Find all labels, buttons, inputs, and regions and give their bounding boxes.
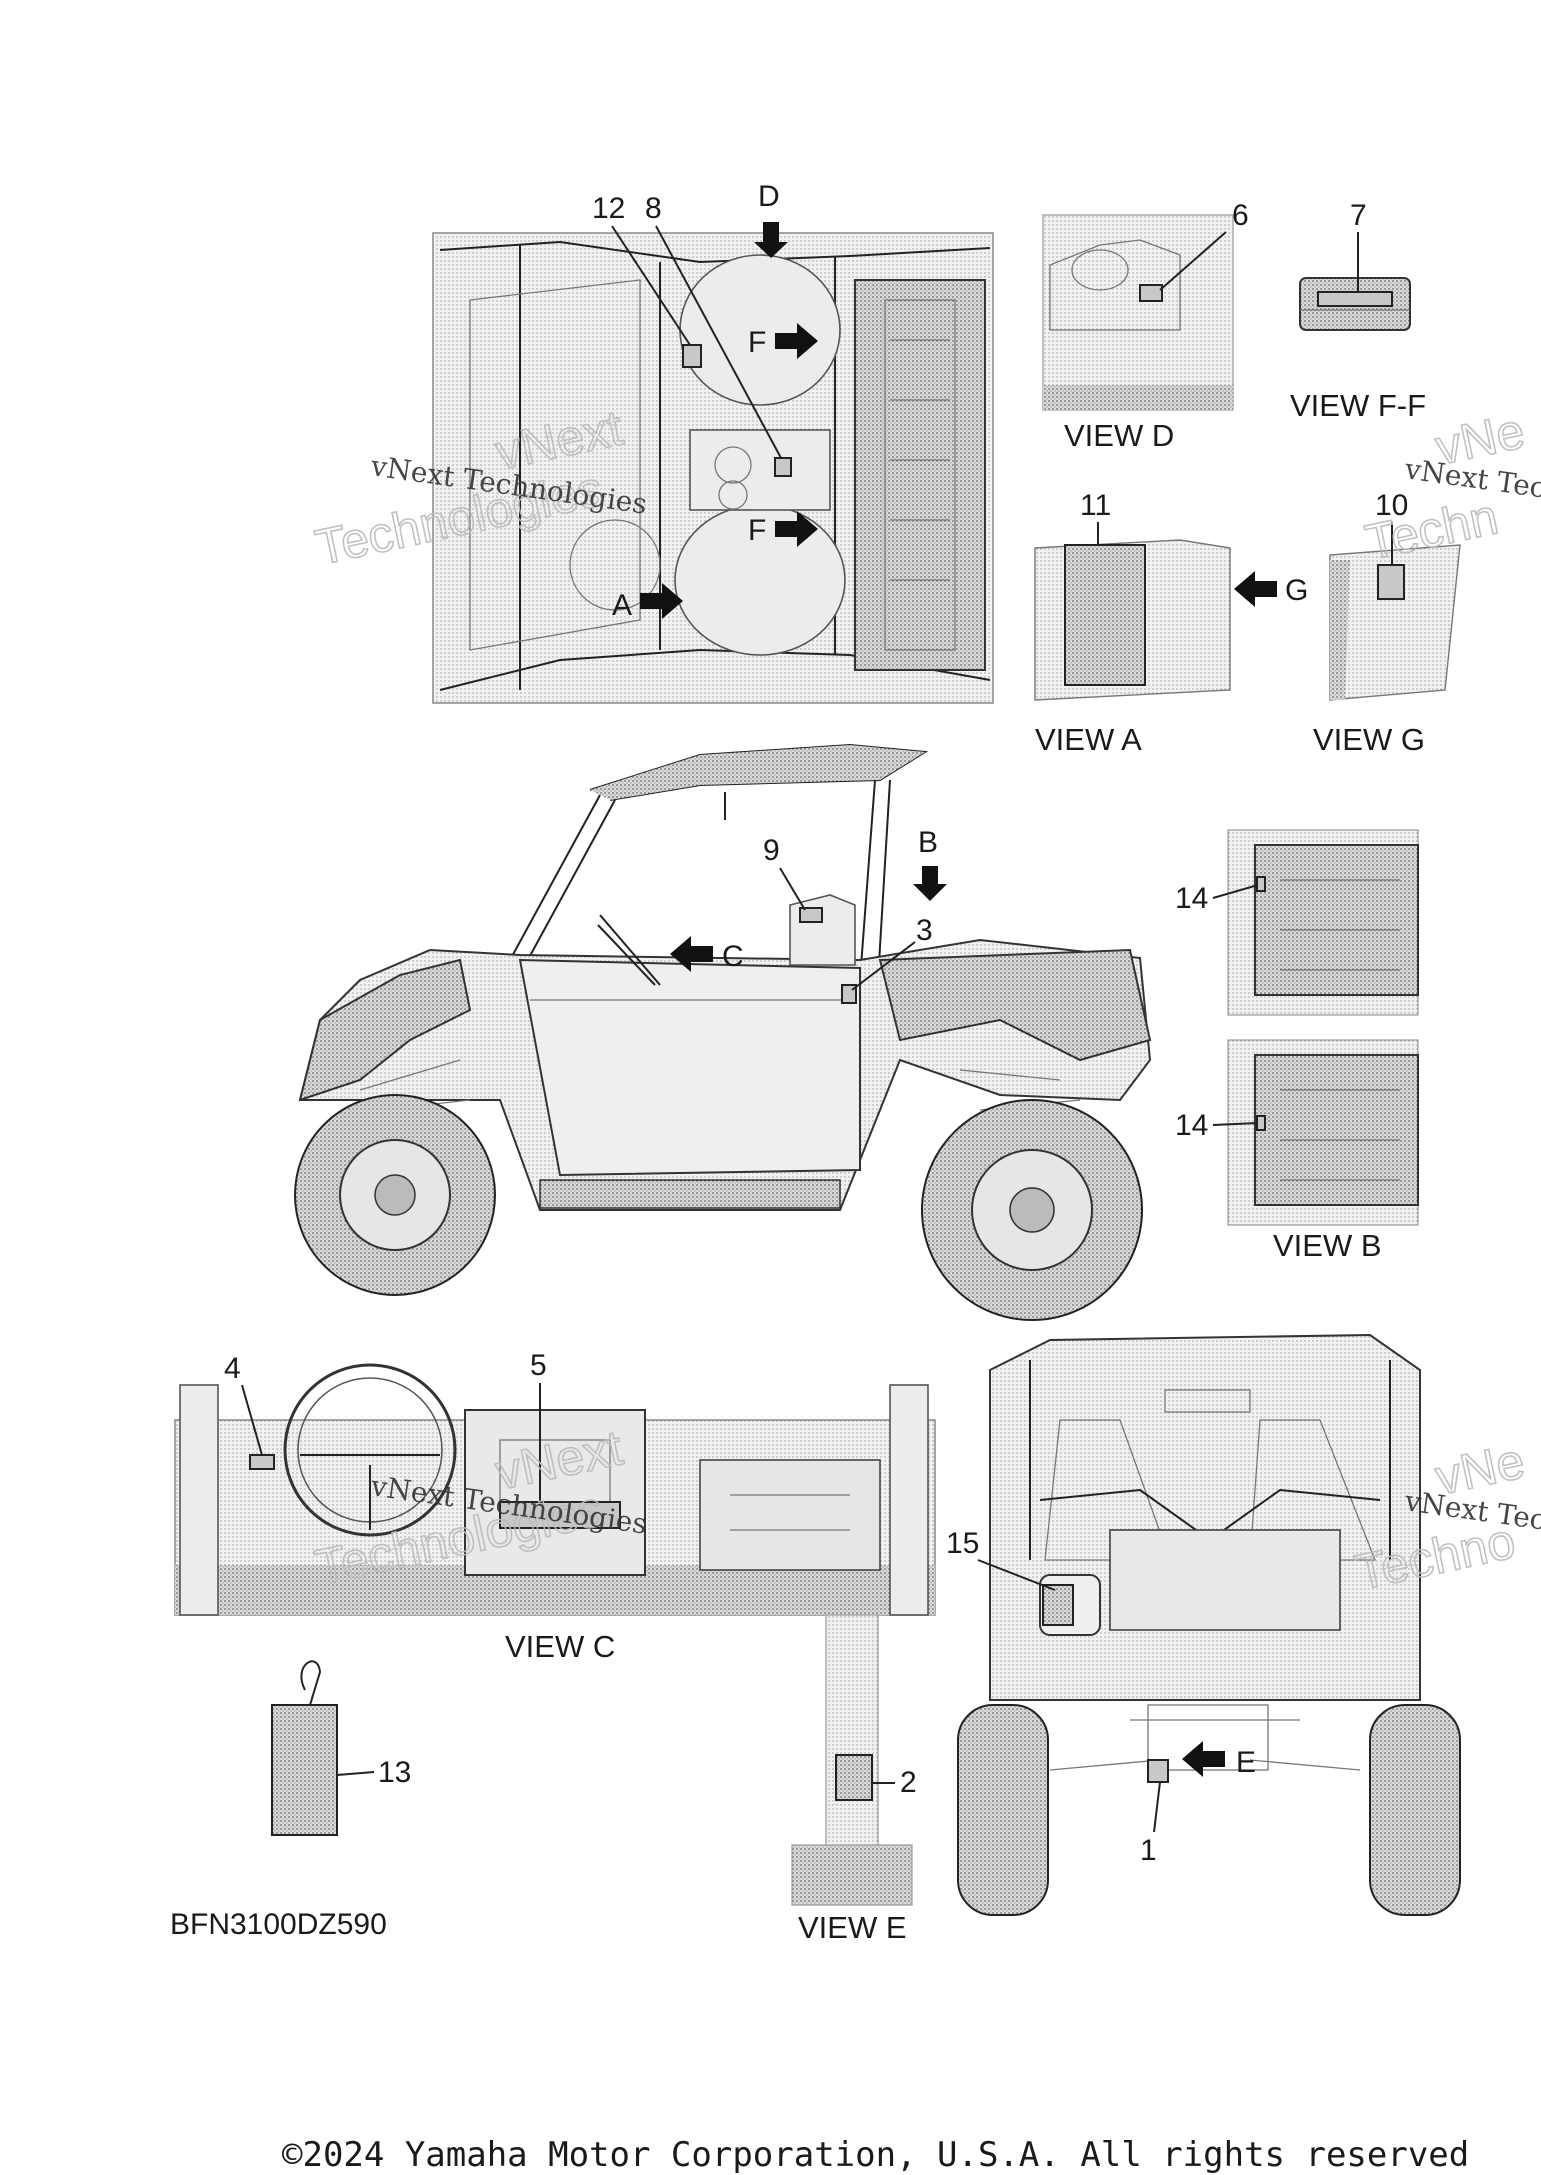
callout-14-upper: 14 — [1175, 882, 1208, 915]
arrow-c-icon — [670, 936, 713, 972]
arrow-label-c: C — [722, 940, 744, 973]
diagram-code: BFN3100DZ590 — [170, 1908, 387, 1941]
arrow-label-b: B — [918, 826, 938, 859]
arrow-label-e: E — [1236, 1746, 1256, 1779]
arrow-e-icon — [1182, 1741, 1225, 1777]
decal-12-marker — [682, 344, 702, 368]
arrow-label-f-upper: F — [748, 326, 766, 359]
decal-10-marker — [1377, 564, 1405, 600]
decal-15-marker — [1042, 1584, 1074, 1626]
decal-8-marker — [774, 457, 792, 477]
hang-tag-illustration — [271, 1660, 338, 1836]
view-d-label: VIEW D — [1064, 418, 1174, 453]
arrow-label-g: G — [1285, 574, 1308, 607]
arrow-g-icon — [1234, 571, 1277, 607]
view-c-label: VIEW C — [505, 1629, 615, 1664]
view-a-illustration — [1034, 539, 1231, 701]
view-b-label: VIEW B — [1273, 1228, 1382, 1263]
side-view-illustration — [294, 743, 1152, 1321]
decal-5-marker — [499, 1501, 621, 1529]
arrow-d-icon — [754, 222, 788, 258]
view-g-label: VIEW G — [1313, 722, 1425, 757]
callout-7: 7 — [1350, 199, 1367, 232]
arrow-label-d: D — [758, 180, 780, 213]
copyright-notice: ©2024 Yamaha Motor Corporation, U.S.A. A… — [282, 2135, 1470, 2175]
callout-2: 2 — [900, 1766, 917, 1799]
view-e-illustration — [791, 1614, 913, 1906]
callout-12: 12 — [592, 192, 625, 225]
arrow-label-f-lower: F — [748, 514, 766, 547]
arrow-b-icon — [913, 866, 947, 901]
decal-13-marker — [271, 1704, 338, 1836]
arrow-a-icon — [640, 583, 683, 619]
callout-9: 9 — [763, 834, 780, 867]
top-view-illustration — [432, 232, 994, 704]
decal-9-marker — [799, 907, 823, 923]
callout-6: 6 — [1232, 199, 1249, 232]
decal-2-marker — [835, 1754, 873, 1801]
callout-13: 13 — [378, 1756, 411, 1789]
view-d-illustration — [1042, 214, 1234, 411]
decal-11-marker — [1064, 544, 1146, 686]
callout-10: 10 — [1375, 489, 1408, 522]
arrow-label-a: A — [612, 589, 632, 622]
callout-14-lower: 14 — [1175, 1109, 1208, 1142]
view-g-illustration — [1329, 544, 1461, 701]
callout-15: 15 — [946, 1527, 979, 1560]
callout-4: 4 — [224, 1352, 241, 1385]
decal-1-marker — [1147, 1759, 1169, 1783]
decal-4-marker — [249, 1454, 275, 1470]
view-c-illustration — [174, 1363, 936, 1616]
callout-3: 3 — [916, 914, 933, 947]
callout-1: 1 — [1140, 1834, 1157, 1867]
callout-5: 5 — [530, 1349, 547, 1382]
view-b-illustration — [1227, 829, 1419, 1226]
watermark-right-upper: vNe Techn vNext Tec — [1360, 402, 1541, 572]
view-a-label: VIEW A — [1035, 722, 1142, 757]
view-ff-label: VIEW F-F — [1290, 388, 1426, 423]
callout-11: 11 — [1080, 489, 1111, 522]
callout-8: 8 — [645, 192, 662, 225]
arrow-f-upper-icon — [775, 323, 818, 359]
view-ff-illustration — [1299, 277, 1411, 331]
arrow-f-lower-icon — [775, 511, 818, 547]
rear-view-illustration — [957, 1333, 1461, 1916]
view-e-label: VIEW E — [798, 1910, 907, 1945]
